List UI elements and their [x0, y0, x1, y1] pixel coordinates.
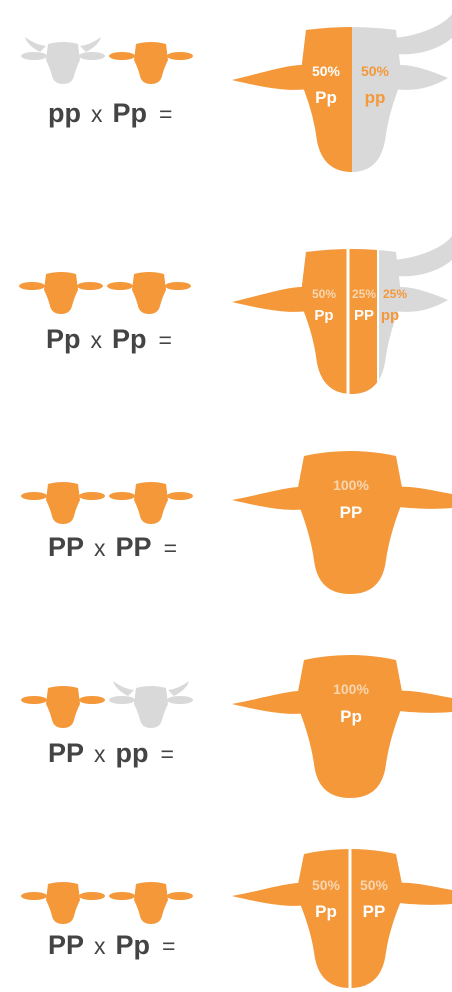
parent-cow-polled-icon: [21, 686, 105, 728]
offspring-percent: 50%: [312, 63, 341, 79]
offspring-genotype: PP: [363, 902, 386, 921]
offspring-cow-polled: 100% Pp: [232, 655, 452, 798]
cross-equation: PP x Pp =: [48, 930, 175, 961]
parent-cow-polled-icon: [21, 882, 105, 924]
parent1-genotype: Pp: [46, 324, 81, 354]
offspring-cow-horned-split: 50% Pp 25% PP 25% pp: [232, 236, 452, 396]
parent-cow-horned-icon: [21, 37, 105, 84]
offspring-genotype: Pp: [315, 88, 337, 107]
parent2-genotype: Pp: [112, 324, 147, 354]
parent2-genotype: PP: [115, 532, 152, 562]
equals-sign: =: [160, 741, 174, 767]
offspring-genotype: pp: [381, 307, 399, 324]
offspring-genotype: Pp: [315, 902, 337, 921]
offspring-cow-polled: 100% PP: [232, 451, 452, 594]
parent1-genotype: pp: [48, 98, 81, 128]
offspring-percent: 100%: [333, 681, 369, 697]
parent-cow-horned-icon: [109, 681, 193, 728]
parent1-genotype: PP: [48, 930, 85, 960]
offspring-genotype: pp: [365, 88, 386, 107]
equals-sign: =: [159, 101, 173, 127]
offspring-cow-polled-split: 50% Pp 50% PP: [232, 848, 452, 992]
cross-operator: x: [91, 101, 103, 127]
offspring-percent: 50%: [312, 877, 341, 893]
cross-operator: x: [94, 933, 106, 959]
offspring-percent: 50%: [312, 287, 336, 301]
cross-equation: PP x PP =: [48, 532, 177, 563]
equals-sign: =: [158, 327, 172, 353]
offspring-percent: 50%: [361, 63, 390, 79]
equals-sign: =: [162, 933, 176, 959]
offspring-percent: 25%: [383, 287, 407, 301]
parent-cow-polled-icon: [19, 272, 103, 314]
parent-cow-polled-icon: [21, 482, 105, 524]
parent-cow-polled-icon: [109, 882, 193, 924]
equals-sign: =: [163, 535, 177, 561]
parent-cow-polled-icon: [109, 42, 193, 84]
cross-operator: x: [94, 741, 106, 767]
cross-row-3: PP x PP = 100% PP: [0, 430, 452, 620]
parent1-genotype: PP: [48, 532, 85, 562]
offspring-cow-horned-split: 50% Pp 50% pp: [232, 14, 452, 172]
offspring-genotype: PP: [340, 503, 363, 522]
cross-operator: x: [94, 535, 106, 561]
parent2-genotype: Pp: [112, 98, 148, 128]
offspring-genotype: Pp: [340, 707, 362, 726]
parent-cow-polled-icon: [107, 272, 191, 314]
parent-cow-polled-icon: [109, 482, 193, 524]
offspring-percent: 50%: [360, 877, 389, 893]
parent1-genotype: PP: [48, 738, 85, 768]
cross-row-5: PP x Pp = 50% Pp 50% PP: [0, 832, 452, 992]
parent2-genotype: Pp: [115, 930, 151, 960]
offspring-percent: 100%: [333, 477, 369, 493]
parent2-genotype: pp: [115, 738, 149, 768]
cross-operator: x: [90, 327, 103, 353]
offspring-genotype: Pp: [314, 307, 333, 324]
offspring-percent: 25%: [352, 287, 376, 301]
offspring-genotype: PP: [354, 307, 374, 324]
